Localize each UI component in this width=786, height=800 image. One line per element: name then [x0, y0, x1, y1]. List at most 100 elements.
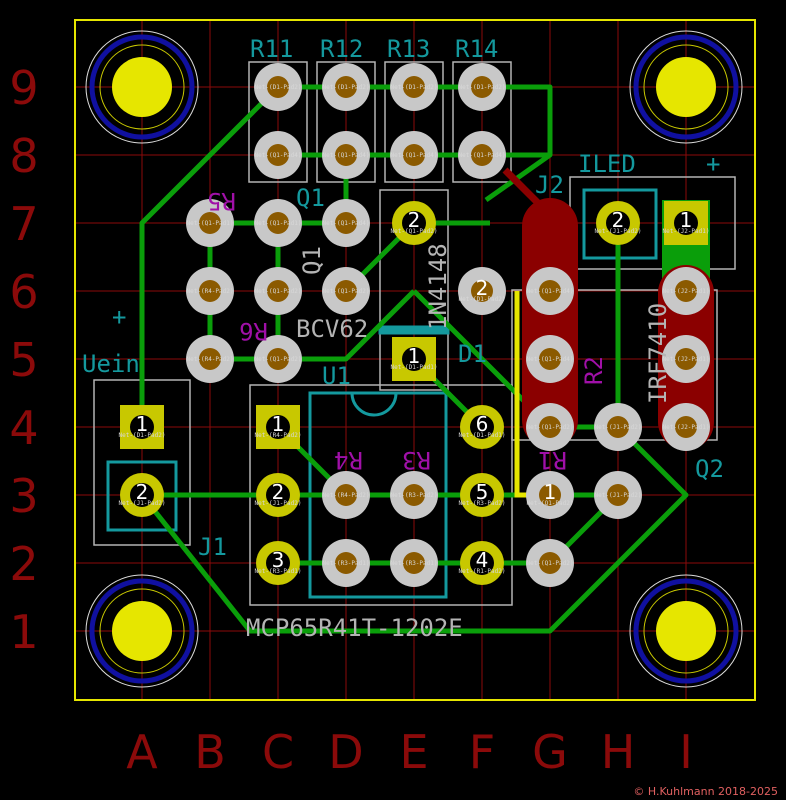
pad-net-label: Net-(Q1-Pad4)	[527, 356, 574, 363]
mounting-hole-icon	[629, 30, 743, 144]
label-d1: D1	[458, 340, 487, 368]
label-mcp65r41t: MCP65R41T-1202E	[246, 614, 463, 642]
pad-drill	[403, 76, 425, 98]
hole-ring	[643, 44, 729, 130]
hole-ring	[89, 34, 195, 140]
pad-net-label: Net-(Q1-Pad4)	[527, 288, 574, 295]
pad-array-q2-left	[522, 198, 578, 448]
label-q1: Q1	[296, 184, 325, 212]
mounting-hole-icon	[629, 574, 743, 688]
label-u1: U1	[322, 362, 351, 390]
pad-drill	[471, 76, 493, 98]
column-label: F	[469, 725, 495, 779]
pad-net-label: Net-(J1-Pad2)	[595, 424, 642, 431]
pad-drill	[539, 348, 561, 370]
label-plus-right: +	[706, 150, 720, 178]
row-label: 4	[9, 401, 38, 455]
pad-net-label: Net-(R3-Pad1)	[255, 568, 302, 575]
label-r12: R12	[320, 35, 363, 63]
label-uein: Uein	[82, 350, 140, 378]
pad-drill	[266, 415, 290, 439]
pad-number: 2	[408, 208, 421, 232]
pad-net-label: Net-(D1-Pad2)	[391, 84, 438, 91]
pad: Net-(Q1-Pad2)	[254, 335, 302, 383]
pad-drill	[675, 416, 697, 438]
pad: Net-(Q1-Pad4)	[254, 131, 302, 179]
pad: Net-(R3-Pad1)	[390, 539, 438, 587]
pad-drill	[266, 483, 290, 507]
label-j1: J1	[198, 533, 227, 561]
pad-drill	[471, 280, 493, 302]
hole-pad	[112, 601, 172, 661]
pad-net-label: Net-(J1-Pad2)	[595, 492, 642, 499]
pad-net-label: Net-(R4-Pad2)	[255, 432, 302, 439]
pad: Net-(Q1-Pad4)	[526, 335, 574, 383]
pad-drill	[402, 211, 426, 235]
mounting-hole-icon	[85, 574, 199, 688]
pad-drill	[266, 551, 290, 575]
pad-drill	[130, 415, 154, 439]
label-r13: R13	[387, 35, 430, 63]
row-label: 9	[9, 61, 38, 115]
pad-drill	[539, 280, 561, 302]
pad-net-label: Net-(Q1-Pad2)	[323, 288, 370, 295]
hole-ring	[85, 30, 199, 144]
pad-drill	[199, 280, 221, 302]
pad-net-label: Net-(D1-Pad1)	[391, 364, 438, 371]
hole-ring	[89, 578, 195, 684]
mounting-holes	[85, 30, 743, 688]
pad-drill	[335, 212, 357, 234]
label-irf7410: IRF7410	[644, 303, 672, 404]
pad-drill	[675, 280, 697, 302]
pad-drill	[607, 484, 629, 506]
pad-drill	[539, 552, 561, 574]
pad-drill	[267, 280, 289, 302]
pad-net-label: Net-(R4-Pad2)	[187, 288, 234, 295]
hole-ring	[629, 574, 743, 688]
pad-net-label: Net-(J2-Pad1)	[663, 424, 710, 431]
row-label: 7	[9, 197, 38, 251]
pad: Net-(Q1-Pad2)	[322, 267, 370, 315]
pad-number: 1	[272, 412, 285, 436]
row-label: 3	[9, 469, 38, 523]
row-label: 6	[9, 265, 38, 319]
pad-drill	[335, 552, 357, 574]
pad: Net-(Q1-Pad2)	[526, 403, 574, 451]
column-label: D	[328, 725, 363, 779]
pad-net-label: Net-(Q1-Pad2)	[255, 288, 302, 295]
pad-net-label: Net-(Q1-Pad1)	[187, 220, 234, 227]
pad-net-label: Net-(J1-Pad2)	[255, 500, 302, 507]
pad-net-label: Net-(D1-Pad1)	[459, 432, 506, 439]
pad: Net-(J2-Pad1)	[662, 335, 710, 383]
pad-net-label: Net-(R3-Pad1)	[391, 560, 438, 567]
pad-net-label: Net-(R3-Pad2)	[391, 492, 438, 499]
pad-number: 5	[476, 480, 489, 504]
pad: Net-(R3-Pad2)	[390, 471, 438, 519]
pad-number: 2	[272, 480, 285, 504]
pad-net-label: Net-(J1-Pad2)	[595, 228, 642, 235]
column-label: B	[194, 725, 226, 779]
pad-net-label: Net-(Q1-Pad2)	[527, 424, 574, 431]
pad-net-label: Net-(Q1-Pad4)	[323, 152, 370, 159]
row-label: 8	[9, 129, 38, 183]
pad-number: 1	[544, 480, 557, 504]
label-r14: R14	[455, 35, 498, 63]
pad-net-label: Net-(J2-Pad1)	[663, 288, 710, 295]
pad-drill	[675, 348, 697, 370]
copyright-notice: © H.Kuhlmann 2018-2025	[633, 785, 778, 798]
pad-net-label: Net-(D1-Pad2)	[119, 432, 166, 439]
pad-net-label: Net-(Q1-Pad1)	[255, 220, 302, 227]
pad-number: 6	[476, 412, 489, 436]
pad-number: 1	[408, 344, 421, 368]
pad-drill	[403, 144, 425, 166]
label-plus-left: +	[112, 303, 126, 331]
